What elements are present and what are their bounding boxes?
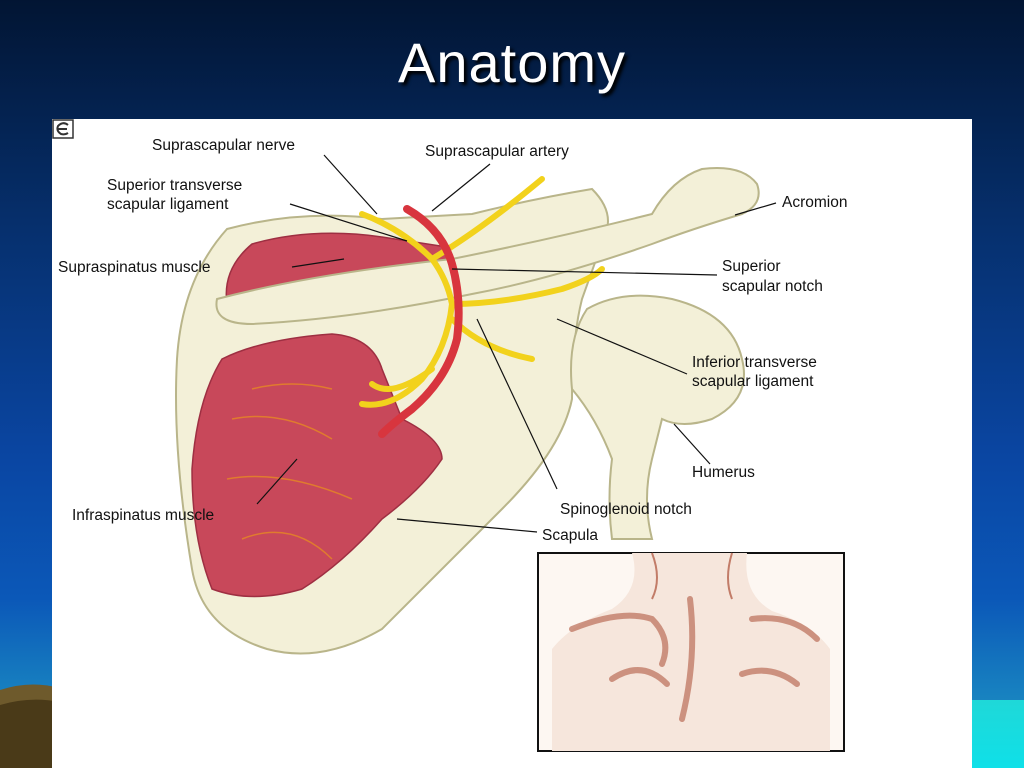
label-infraspinatus-muscle: Infraspinatus muscle (72, 507, 214, 524)
slide-title: Anatomy (398, 31, 626, 94)
label-acromion: Acromion (782, 194, 847, 211)
label-suprascapular-nerve: Suprascapular nerve (152, 137, 295, 154)
label-humerus: Humerus (692, 464, 755, 481)
back-inset (537, 552, 845, 752)
infraspinatus-muscle-shape (191, 333, 443, 598)
humerus-shape (570, 294, 745, 540)
label-inferior-transverse-2: scapular ligament (692, 373, 814, 390)
artery-shape (378, 205, 463, 438)
label-superior-transverse-1: Superior transverse (107, 177, 242, 194)
e-logo-icon (52, 119, 74, 139)
anatomy-figure: Suprascapular nerve Suprascapular artery… (52, 119, 972, 768)
label-supraspinatus-muscle: Supraspinatus muscle (58, 259, 211, 276)
label-superior-notch-1: Superior (722, 258, 781, 275)
shoulder-illustration: Suprascapular nerve Suprascapular artery… (58, 137, 847, 752)
label-superior-notch-2: scapular notch (722, 278, 823, 295)
label-spinoglenoid-notch: Spinoglenoid notch (560, 501, 692, 518)
nerve-shape (359, 176, 605, 408)
label-superior-transverse-2: scapular ligament (107, 196, 229, 213)
label-scapula: Scapula (542, 527, 598, 544)
scapular-spine-shape (215, 167, 760, 326)
decorative-wave (0, 684, 60, 768)
label-suprascapular-artery: Suprascapular artery (425, 143, 569, 160)
label-inferior-transverse-1: Inferior transverse (692, 354, 817, 371)
decorative-strip (970, 700, 1024, 768)
